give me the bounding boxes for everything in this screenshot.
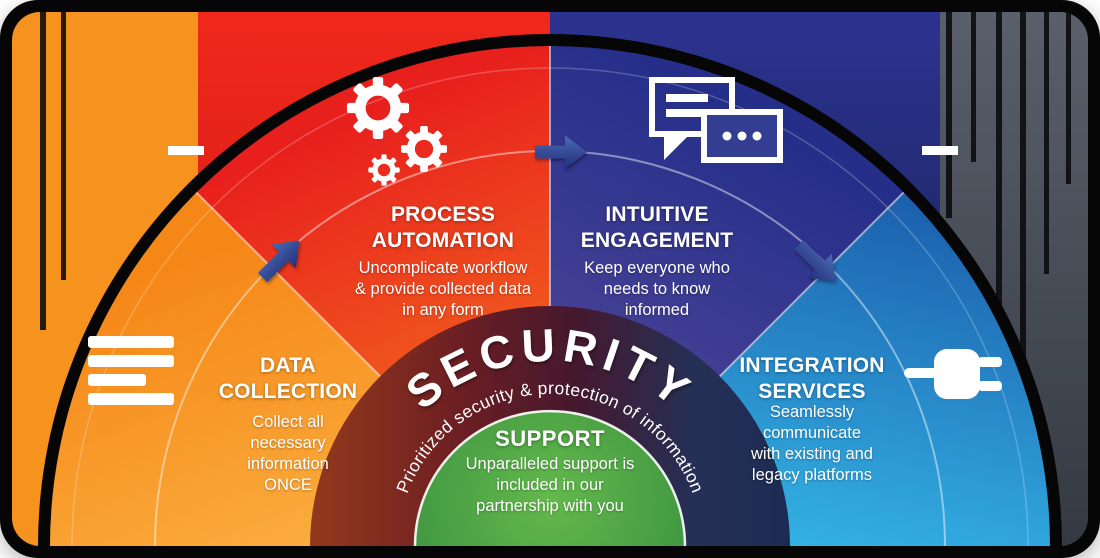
section-desc-data-collection: Collect all necessary information ONCE: [247, 413, 329, 494]
support-desc: Unparalleled support is included in our …: [465, 455, 635, 515]
accent-dash-left: [168, 146, 204, 155]
chat-bubbles-icon: [649, 77, 783, 163]
plug-icon: [904, 349, 1002, 399]
security-ring: [310, 306, 790, 546]
support-core: [415, 411, 685, 546]
section-desc-intuitive-engagement: Keep everyone who needs to know informed: [584, 259, 730, 319]
section-title-process-automation: PROCESS AUTOMATION: [371, 203, 515, 252]
list-icon: [88, 336, 174, 405]
section-desc-process-automation: Uncomplicate workflow & provide collecte…: [354, 259, 532, 319]
skyline-bars: [40, 12, 1071, 436]
section-title-integration-services: INTEGRATION SERVICES: [739, 354, 885, 403]
section-desc-integration-services: Seamlessly communicate with existing and…: [751, 403, 873, 484]
divider-45: [718, 191, 905, 378]
support-outline-arc: [413, 409, 687, 547]
accent-dash-right: [922, 146, 958, 155]
divider-135: [195, 191, 382, 378]
support-title: SUPPORT: [495, 426, 605, 451]
section-title-data-collection: DATA COLLECTION: [218, 354, 358, 403]
section-title-intuitive-engagement: INTUITIVE ENGAGEMENT: [580, 203, 734, 252]
